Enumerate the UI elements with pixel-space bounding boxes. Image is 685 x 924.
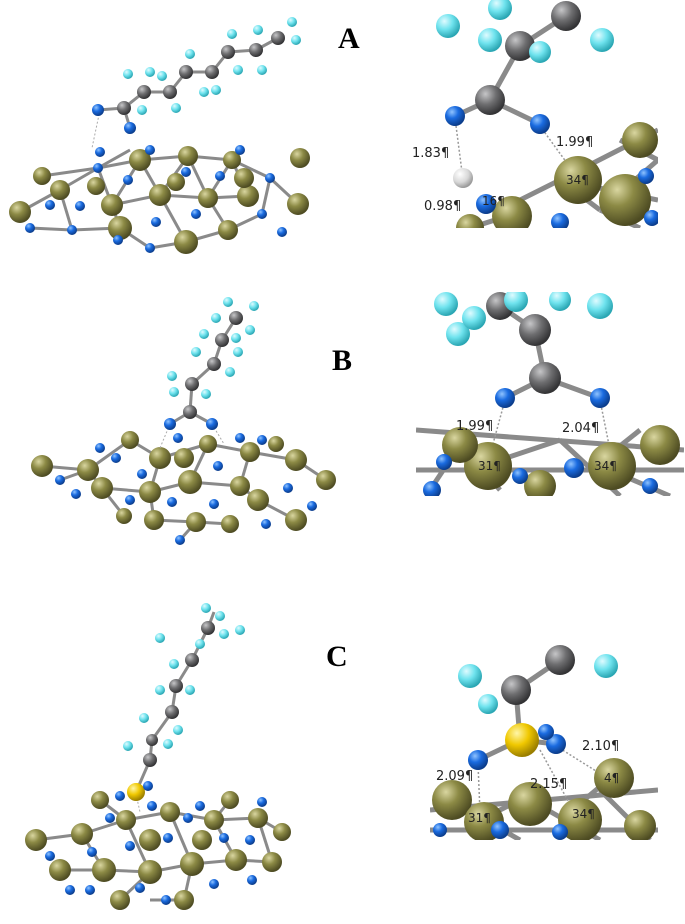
distance-label-a-1: 1.83¶ [412, 146, 449, 161]
panel-c-cluster-overview [25, 603, 291, 910]
panel-label-c: C [326, 640, 348, 673]
atom-id-a-16: 16¶ [482, 194, 505, 208]
panel-c-binding-closeup [430, 645, 658, 840]
panel-a-cluster-overview [9, 17, 310, 254]
panel-label-a: A [338, 22, 360, 55]
panel-label-b: B [332, 344, 353, 377]
atom-id-c-4: 4¶ [604, 771, 619, 785]
distance-label-c-1: 2.10¶ [582, 739, 619, 754]
atom-id-c-34: 34¶ [572, 807, 595, 821]
distance-label-a-2: 1.99¶ [556, 135, 593, 150]
panel-b-binding-closeup [416, 292, 684, 496]
distance-label-b-2: 2.04¶ [562, 421, 599, 436]
distance-label-c-3: 2.15¶ [530, 777, 567, 792]
distance-label-c-2: 2.09¶ [436, 769, 473, 784]
panel-a-binding-closeup [436, 0, 658, 228]
distance-label-b-1: 1.99¶ [456, 419, 493, 434]
distance-label-a-3: 0.98¶ [424, 199, 461, 214]
atom-id-b-31: 31¶ [478, 459, 501, 473]
atom-id-b-34: 34¶ [594, 459, 617, 473]
atom-id-c-31: 31¶ [468, 811, 491, 825]
atom-id-a-34: 34¶ [566, 173, 589, 187]
panel-b-cluster-overview [31, 297, 336, 545]
